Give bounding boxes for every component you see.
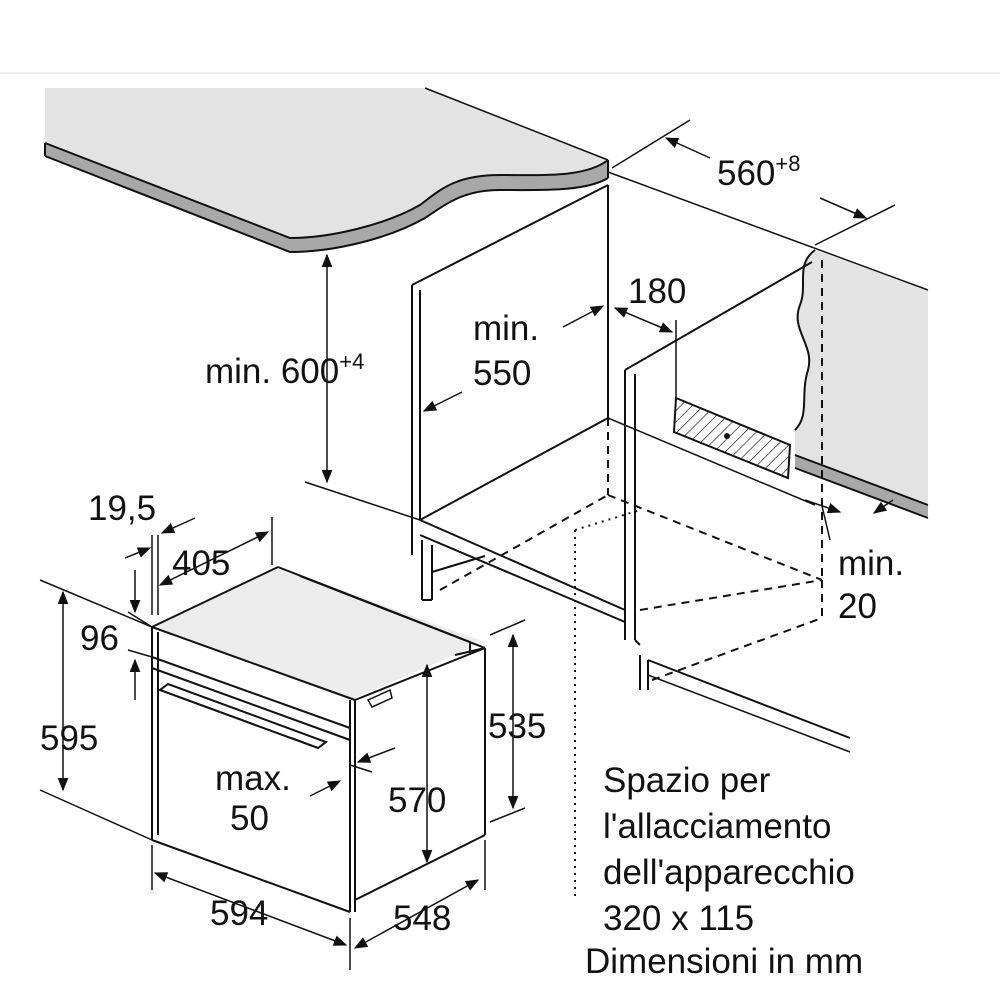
dim-max-label: max.: [215, 759, 291, 798]
note-connection-line2: l'allacciamento: [603, 807, 831, 846]
dim-inner-height: 570: [388, 781, 446, 820]
note-connection-line3: dell'apparecchio: [603, 853, 855, 892]
countertop: [44, 87, 609, 254]
dim-top-offset: 405: [172, 544, 230, 583]
dim-oven-width: 594: [210, 894, 268, 933]
dim-depth-min-label: min.: [473, 309, 539, 348]
dim-max-value: 50: [230, 799, 269, 838]
dim-gap-min-value: 20: [838, 587, 877, 626]
note-units: Dimensioni in mm: [585, 942, 863, 981]
dim-niche-width: 560+8: [717, 151, 801, 193]
dim-body-height: 535: [488, 707, 546, 746]
note-connection-line1: Spazio per: [603, 761, 771, 800]
dim-oven-height: 595: [40, 719, 98, 758]
dim-panel-height: 96: [80, 619, 119, 658]
dim-oven-depth: 548: [393, 899, 451, 938]
dimension-lines: [39, 119, 896, 970]
note-connection-size: 320 x 115: [603, 899, 754, 938]
dim-gap-min-label: min.: [838, 544, 904, 583]
dim-front-thickness: 19,5: [88, 489, 156, 528]
countertop-right: [607, 171, 929, 519]
dim-depth-min-value: 550: [473, 354, 531, 393]
oven: [151, 566, 486, 913]
dim-niche-height: min. 600+4: [205, 349, 364, 391]
vent-opening: [672, 396, 792, 480]
cabinet-niche: [411, 184, 851, 900]
vent-screw: [724, 433, 730, 439]
dim-vent: 180: [628, 272, 686, 311]
